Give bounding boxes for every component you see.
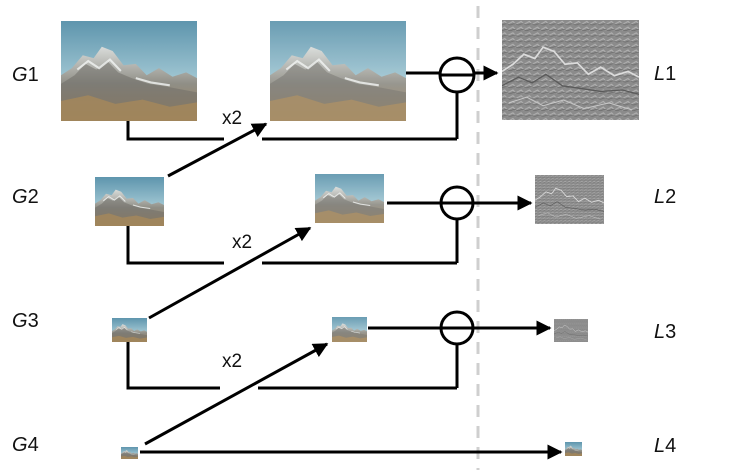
- l3-label: L3: [654, 321, 676, 343]
- g3-label: G3: [12, 310, 39, 332]
- l1-label: L1: [654, 63, 676, 85]
- l4-image: [565, 442, 582, 456]
- upsample-arrow-2: [148, 226, 312, 320]
- l1-image: [502, 20, 639, 120]
- g4-upsampled-image: [332, 317, 367, 342]
- g1-image: [61, 21, 197, 121]
- upsample-arrow-1: [167, 122, 268, 178]
- l2-label: L2: [654, 186, 676, 208]
- l2-image: [535, 175, 604, 224]
- g2-upsampled-image: [270, 21, 406, 121]
- l4-label: L4: [654, 435, 676, 457]
- g3-image: [112, 318, 147, 342]
- upsample-1-label: x2: [222, 108, 242, 129]
- upsample-arrow-3: [144, 342, 329, 446]
- g1-label: G1: [12, 64, 39, 86]
- g2-bypass-connector: [126, 226, 224, 265]
- g3-bypass-connector: [126, 342, 220, 390]
- upsample-2-label: x2: [232, 232, 252, 253]
- g2-image: [95, 177, 164, 226]
- g1-bypass-connector: [126, 121, 224, 141]
- g4-label: G4: [12, 434, 39, 456]
- g4-image: [121, 447, 138, 459]
- g3-upsampled-image: [315, 174, 384, 223]
- upsample-3-label: x2: [222, 351, 242, 372]
- l3-image: [554, 319, 588, 342]
- g2-label: G2: [12, 186, 39, 208]
